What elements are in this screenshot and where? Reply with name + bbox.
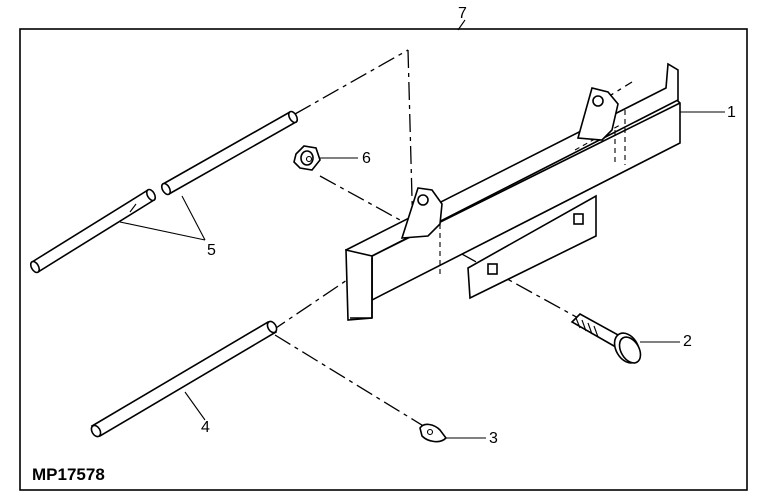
callout-2: 2: [683, 333, 692, 350]
leader-7: [457, 19, 466, 31]
callout-3: 3: [489, 430, 498, 447]
leader-5a: [119, 221, 206, 241]
part-3-clip: [419, 423, 448, 443]
part-6-nut: [293, 145, 321, 171]
part-1-drawbar-frame: [344, 62, 681, 321]
leader-5b: [181, 195, 206, 241]
part-2-pin: [570, 313, 642, 364]
part-4-shaft: [90, 320, 278, 438]
figure-code: MP17578: [32, 465, 105, 484]
part-5-shafts: [29, 110, 299, 274]
callout-1: 1: [727, 104, 736, 121]
callout-7: 7: [458, 5, 467, 22]
leader-4: [184, 391, 206, 421]
callout-5: 5: [207, 242, 216, 259]
callout-4: 4: [201, 419, 210, 436]
callout-6: 6: [362, 150, 371, 167]
diagram-frame: [19, 28, 748, 491]
